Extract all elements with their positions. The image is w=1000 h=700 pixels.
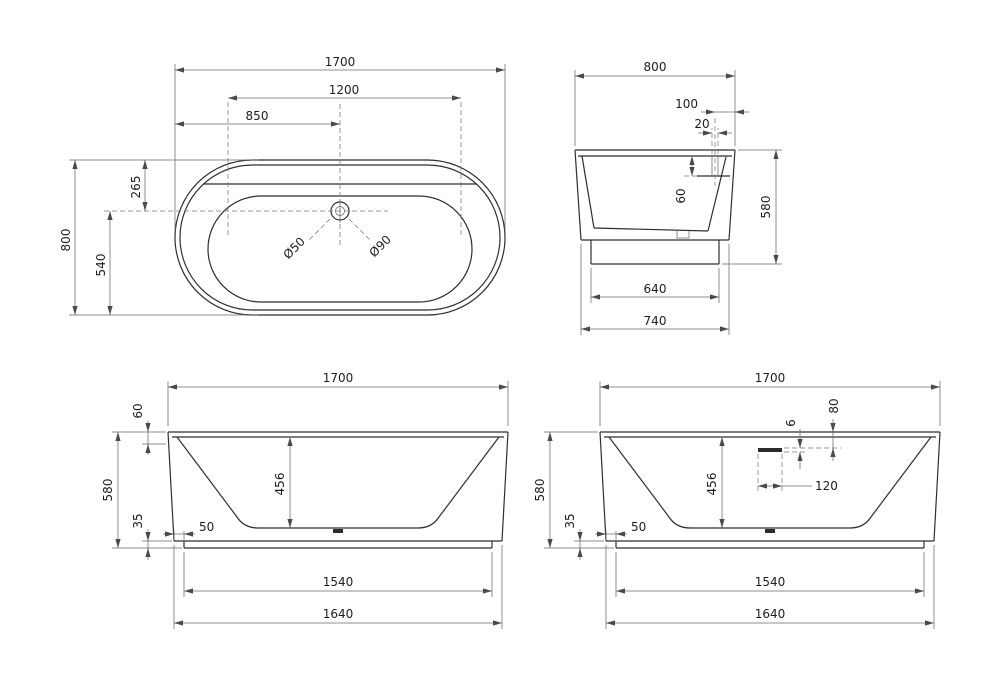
back-geometry <box>599 431 941 549</box>
dim-end-800: 800 <box>644 60 667 74</box>
tub-outline-outer <box>174 159 506 316</box>
dim-front-50: 50 <box>199 520 214 534</box>
dim-end-580: 580 <box>759 196 773 219</box>
dim-front-1640: 1640 <box>323 607 354 621</box>
dim-back-1640: 1640 <box>755 607 786 621</box>
dim-front-1700: 1700 <box>323 371 354 385</box>
front-view: 1700 60 580 35 50 456 <box>101 371 509 629</box>
overflow-slot <box>758 448 782 452</box>
dim-plan-540: 540 <box>94 254 108 277</box>
dim-plan-1200: 1200 <box>329 83 360 97</box>
dim-end-60: 60 <box>674 188 688 203</box>
dim-back-35: 35 <box>563 513 577 528</box>
dim-back-456: 456 <box>705 473 719 496</box>
basin-profile <box>608 436 932 529</box>
dim-plan-1700: 1700 <box>325 55 356 69</box>
dim-back-120: 120 <box>815 479 838 493</box>
end-dimensions: 800 100 20 60 580 640 740 <box>574 60 782 335</box>
dim-front-1540: 1540 <box>323 575 354 589</box>
drain-fitting <box>676 231 690 239</box>
plan-geometry <box>104 102 506 316</box>
dim-drain-d90: Ø90 <box>366 232 393 259</box>
dim-back-1700: 1700 <box>755 371 786 385</box>
dim-front-35: 35 <box>131 513 145 528</box>
end-geometry <box>574 118 736 265</box>
dim-back-1540: 1540 <box>755 575 786 589</box>
dim-back-50: 50 <box>631 520 646 534</box>
drain-mark <box>333 529 343 533</box>
dim-back-80: 80 <box>827 398 841 413</box>
dim-front-456: 456 <box>273 473 287 496</box>
dim-end-740: 740 <box>644 314 667 328</box>
back-view: 1700 580 35 50 456 80 6 <box>533 371 941 629</box>
dim-front-580: 580 <box>101 479 115 502</box>
dim-back-580: 580 <box>533 479 547 502</box>
drain-mark <box>765 529 775 533</box>
end-view: 800 100 20 60 580 640 740 <box>574 60 782 335</box>
plan-dimensions: 1700 1200 850 800 540 265 Ø50 Ø90 <box>59 55 506 316</box>
dim-back-6: 6 <box>784 419 798 427</box>
dim-plan-850: 850 <box>246 109 269 123</box>
front-dimensions: 1700 60 580 35 50 456 <box>101 371 509 629</box>
dim-end-640: 640 <box>644 282 667 296</box>
dim-plan-265: 265 <box>129 176 143 199</box>
dim-end-20: 20 <box>694 117 709 131</box>
dim-drain-d50: Ø50 <box>280 234 307 261</box>
dim-front-60: 60 <box>131 403 145 418</box>
plan-view: 1700 1200 850 800 540 265 Ø50 Ø90 <box>59 55 506 316</box>
dim-plan-800: 800 <box>59 229 73 252</box>
dim-end-100: 100 <box>675 97 698 111</box>
back-dimensions: 1700 580 35 50 456 80 6 <box>533 371 941 629</box>
front-geometry <box>167 431 509 549</box>
basin-profile <box>176 436 500 529</box>
